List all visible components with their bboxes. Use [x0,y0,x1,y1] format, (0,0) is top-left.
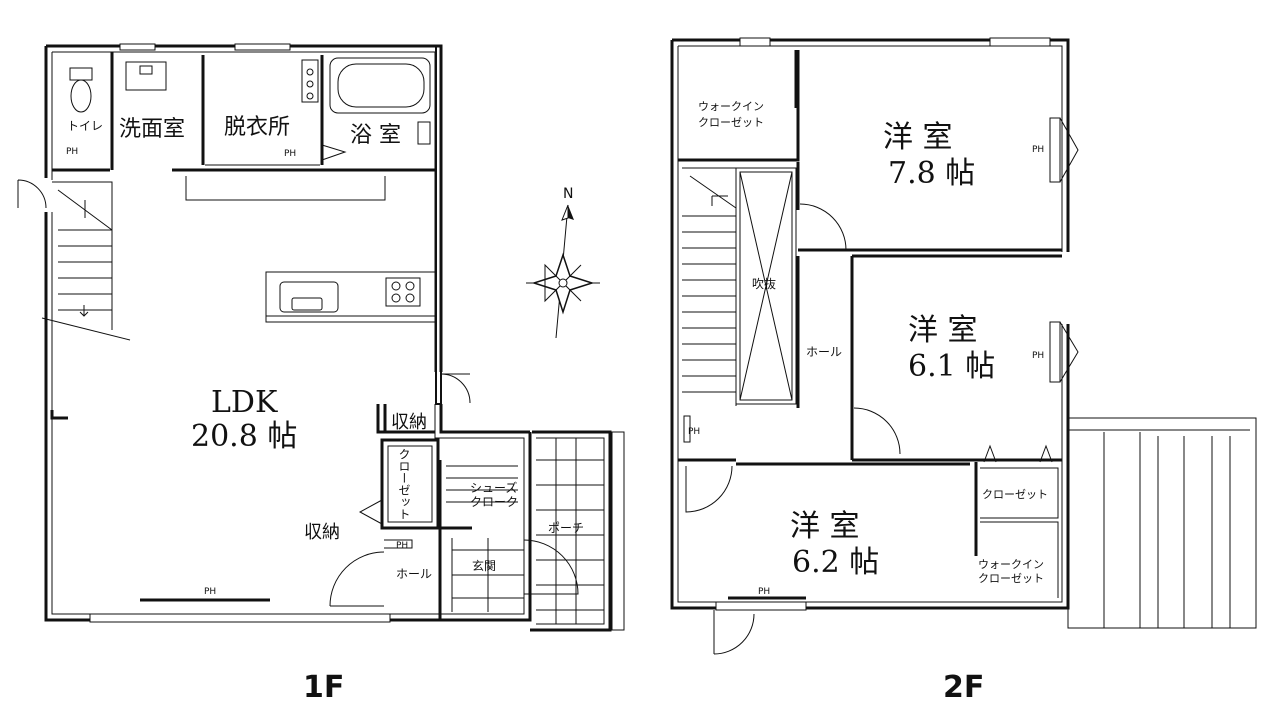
entrance-label: 玄関 [472,558,496,573]
fukinuke-label: 吹抜 [752,277,776,291]
shoes-cloak-label-1: シューズ [470,480,517,495]
floor-1f: トイレ 洗面室 脱衣所 浴 室 LDK 20.8 帖 収納 収納 クローゼット … [14,43,625,705]
ph-label: PH [1032,145,1044,155]
floor-label-2f: 2F [943,670,984,705]
room-1-label: 洋 室 [883,120,953,155]
porch-label: ポーチ [548,521,584,535]
walk-in-closet-label-1: ウォークイン [698,100,764,113]
floor-2f: ウォークイン クローゼット 洋 室 7.8 帖 吹抜 ホール 洋 室 6.1 帖… [670,37,1257,705]
bathroom-label: 浴 室 [350,123,401,148]
walk-in-closet-label-2: クローゼット [698,116,764,129]
closet-label-vertical: クローゼット [397,448,411,520]
storage-label-1: 収納 [391,412,427,433]
ph-label: PH [758,587,770,597]
north-label: N [563,186,573,202]
walk-in-closet-2-label-2: クローゼット [978,572,1044,585]
washroom-label: 洗面室 [119,117,185,142]
room-2-size-label: 6.1 帖 [908,349,995,384]
compass-rose-icon: N [526,186,600,339]
walk-in-closet-2-label-1: ウォークイン [978,558,1044,571]
ph-label: PH [688,427,700,437]
dressing-room-label: 脱衣所 [224,115,290,140]
room-2-label: 洋 室 [908,313,978,348]
ldk-label: LDK [211,385,278,420]
ph-label: PH [396,541,408,551]
ph-label: PH [66,147,78,157]
room-3-label: 洋 室 [790,509,860,544]
toilet-label: トイレ [67,119,103,133]
room-3-size-label: 6.2 帖 [792,545,879,580]
ph-label: PH [204,587,216,597]
hall-label-1f: ホール [396,567,432,581]
ph-label: PH [1032,351,1044,361]
closet-label-2f: クローゼット [982,488,1048,501]
ph-label: PH [284,149,296,159]
floor-label-1f: 1F [303,670,344,705]
room-1-size-label: 7.8 帖 [888,156,975,191]
hall-label-2f: ホール [806,345,842,359]
ldk-size-label: 20.8 帖 [191,419,297,454]
storage-label-2: 収納 [304,522,340,543]
shoes-cloak-label-2: クローク [470,495,518,509]
